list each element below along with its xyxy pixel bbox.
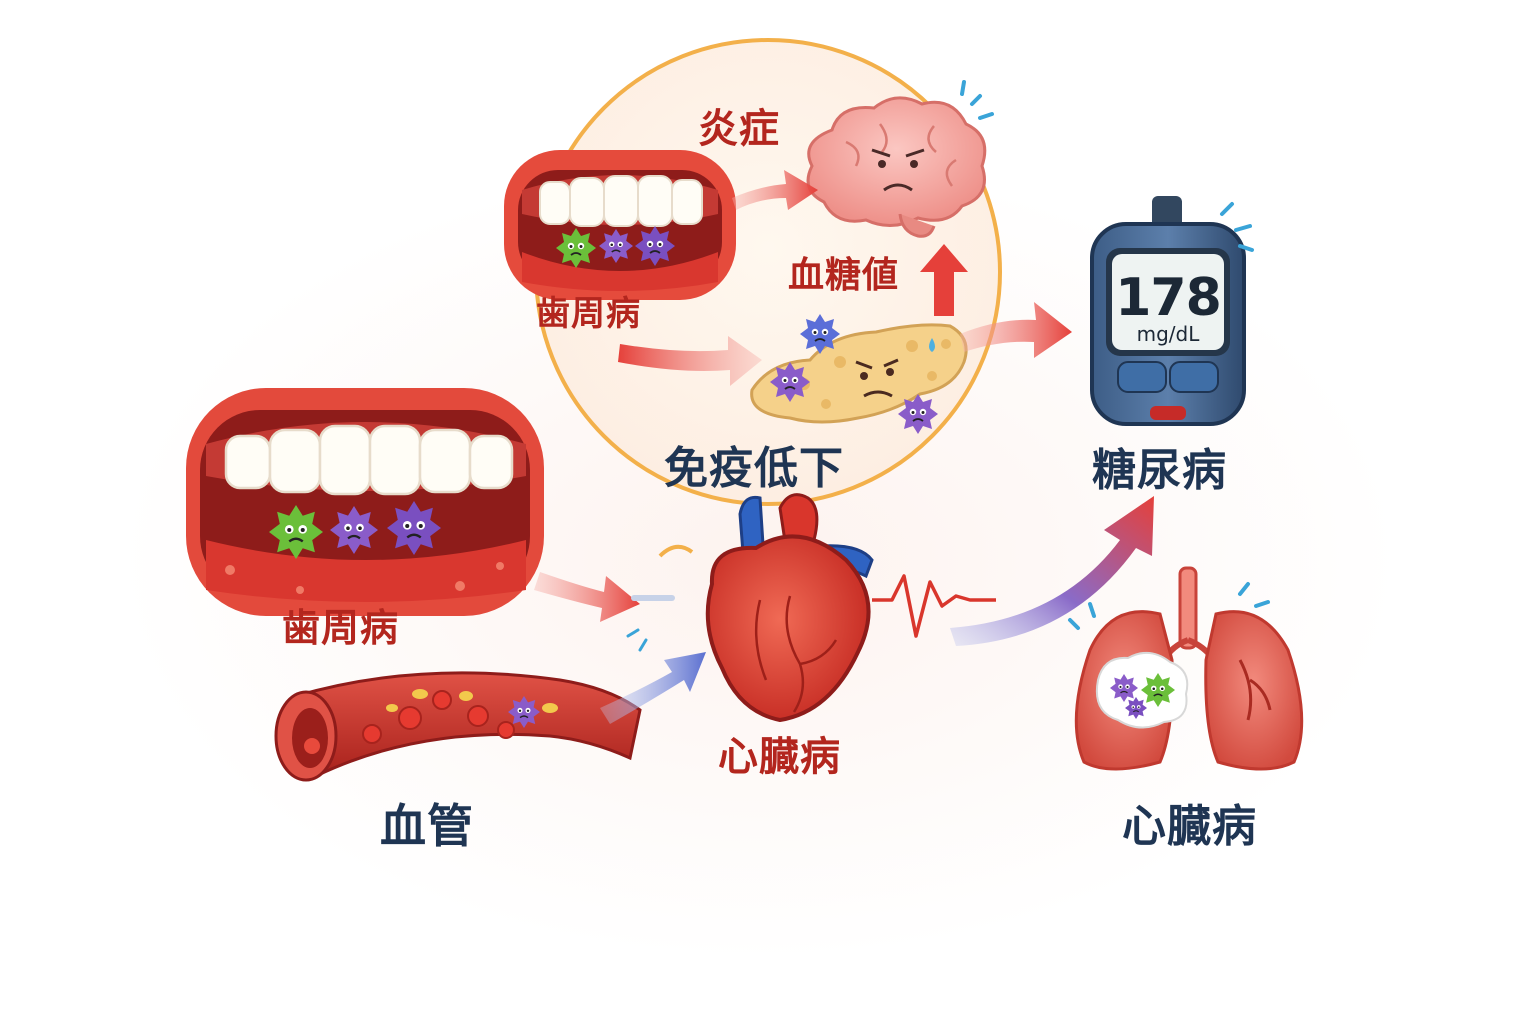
arrow-up-to-blood-sugar [920,244,968,316]
blood-vessel-icon [274,671,642,782]
brain-icon [806,80,994,238]
label-blood-vessel: 血管 [380,799,474,853]
label-blood-sugar: 血糖値 [788,255,900,296]
label-inflammation: 炎症 [698,106,780,152]
arrow-vessel-to-heart [600,652,706,724]
label-diabetes: 糖尿病 [1092,445,1227,496]
arrow-gum-to-heart [534,572,640,622]
label-lung-heart-disease: 心臓病 [1122,801,1257,852]
arrow-gum-to-inflammation [732,170,818,210]
label-immunity-decline: 免疫低下 [664,443,844,494]
lungs-icon [1068,566,1304,771]
heartbeat-line [872,574,996,638]
pancreas-icon [750,313,968,435]
arrow-back-to-gum [618,336,762,386]
heart-icon [626,493,874,723]
label-heart-disease: 心臓病 [718,734,841,780]
arrow-to-glucose-meter [960,302,1072,358]
label-gum-disease-small: 歯周病 [536,294,641,334]
mouth-icon [186,388,544,616]
label-gum-disease-large: 歯周病 [282,606,400,650]
arrow-heart-to-diabetes [950,496,1154,646]
glucose-reading-unit: mg/dL [1136,322,1200,346]
glucose-reading-value: 178 [1115,268,1222,328]
glucose-meter-icon [1090,196,1254,426]
mouth-icon [504,150,736,300]
